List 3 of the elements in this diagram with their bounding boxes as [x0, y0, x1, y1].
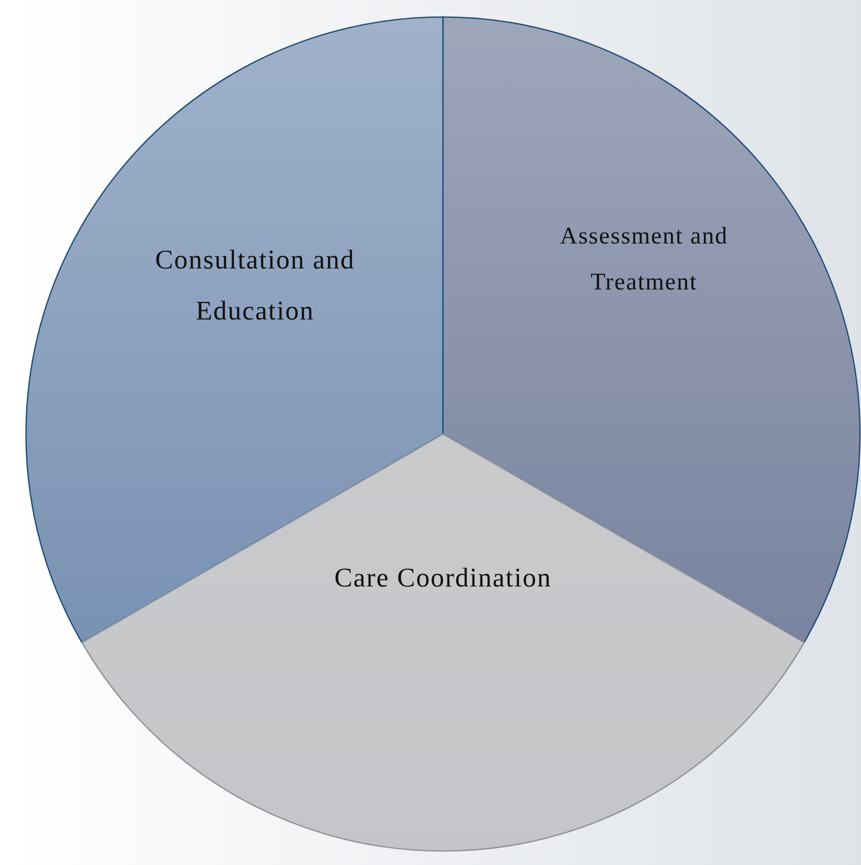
segment-label: Consultation and Education [154, 244, 356, 328]
segment-label: Assessment and Treatment [559, 222, 729, 297]
segment-label: Care Coordination [333, 561, 553, 594]
